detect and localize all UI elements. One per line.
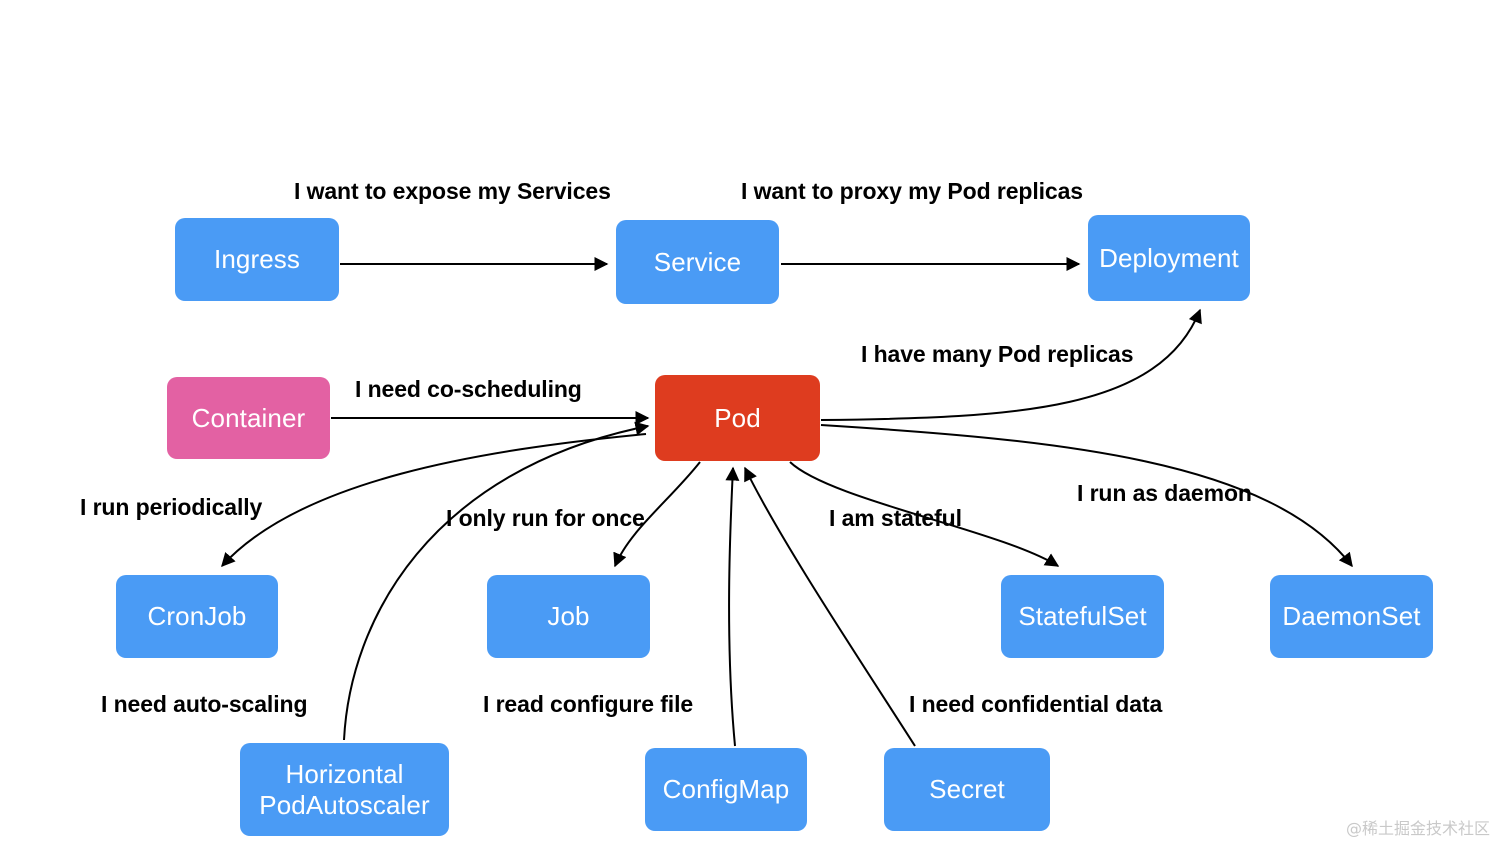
- node-pod-label: Pod: [714, 402, 761, 433]
- edge-label-container-pod: I need co-scheduling: [355, 376, 582, 402]
- node-daemonset-label: DaemonSet: [1282, 601, 1421, 632]
- node-container[interactable]: Container: [167, 377, 330, 459]
- node-statefulset[interactable]: StatefulSet: [1001, 575, 1164, 658]
- edge-label-pod-cronjob: I run periodically: [80, 494, 263, 520]
- node-configmap-label: ConfigMap: [662, 774, 790, 805]
- node-container-label: Container: [191, 402, 306, 433]
- edge-label-pod-deployment: I have many Pod replicas: [861, 341, 1134, 367]
- edge-configmap-pod: [725, 466, 740, 747]
- watermark: @稀土掘金技术社区: [1345, 819, 1490, 838]
- node-deployment-label: Deployment: [1099, 242, 1239, 273]
- node-pod[interactable]: Pod: [655, 375, 820, 461]
- edge-label-pod-daemonset: I run as daemon: [1077, 480, 1252, 506]
- edge-label-hpa-pod: I need auto-scaling: [101, 691, 308, 717]
- node-hpa-label-line1: Horizontal: [285, 758, 404, 789]
- edge-label-ingress-service: I want to expose my Services: [294, 178, 611, 204]
- node-daemonset[interactable]: DaemonSet: [1270, 575, 1433, 658]
- edge-label-secret-pod: I need confidential data: [909, 691, 1163, 717]
- node-job-label: Job: [547, 601, 590, 632]
- edge-label-configmap-pod: I read configure file: [483, 691, 694, 717]
- node-job[interactable]: Job: [487, 575, 650, 658]
- edge-label-pod-statefulset: I am stateful: [829, 505, 962, 531]
- edge-label-pod-job: I only run for once: [446, 505, 645, 531]
- node-cronjob-label: CronJob: [147, 601, 247, 632]
- node-configmap[interactable]: ConfigMap: [645, 748, 807, 831]
- node-hpa-label-line2: PodAutoscaler: [259, 789, 430, 820]
- node-secret-label: Secret: [929, 774, 1005, 805]
- node-secret[interactable]: Secret: [884, 748, 1050, 831]
- edge-label-service-deployment: I want to proxy my Pod replicas: [741, 178, 1083, 204]
- node-cronjob[interactable]: CronJob: [116, 575, 278, 658]
- node-statefulset-label: StatefulSet: [1018, 601, 1147, 632]
- node-service-label: Service: [653, 246, 742, 277]
- node-horizontal-pod-autoscaler[interactable]: Horizontal PodAutoscaler: [240, 743, 449, 836]
- node-ingress[interactable]: Ingress: [175, 218, 339, 301]
- node-deployment[interactable]: Deployment: [1088, 215, 1250, 301]
- node-ingress-label: Ingress: [214, 244, 300, 275]
- node-service[interactable]: Service: [616, 220, 779, 304]
